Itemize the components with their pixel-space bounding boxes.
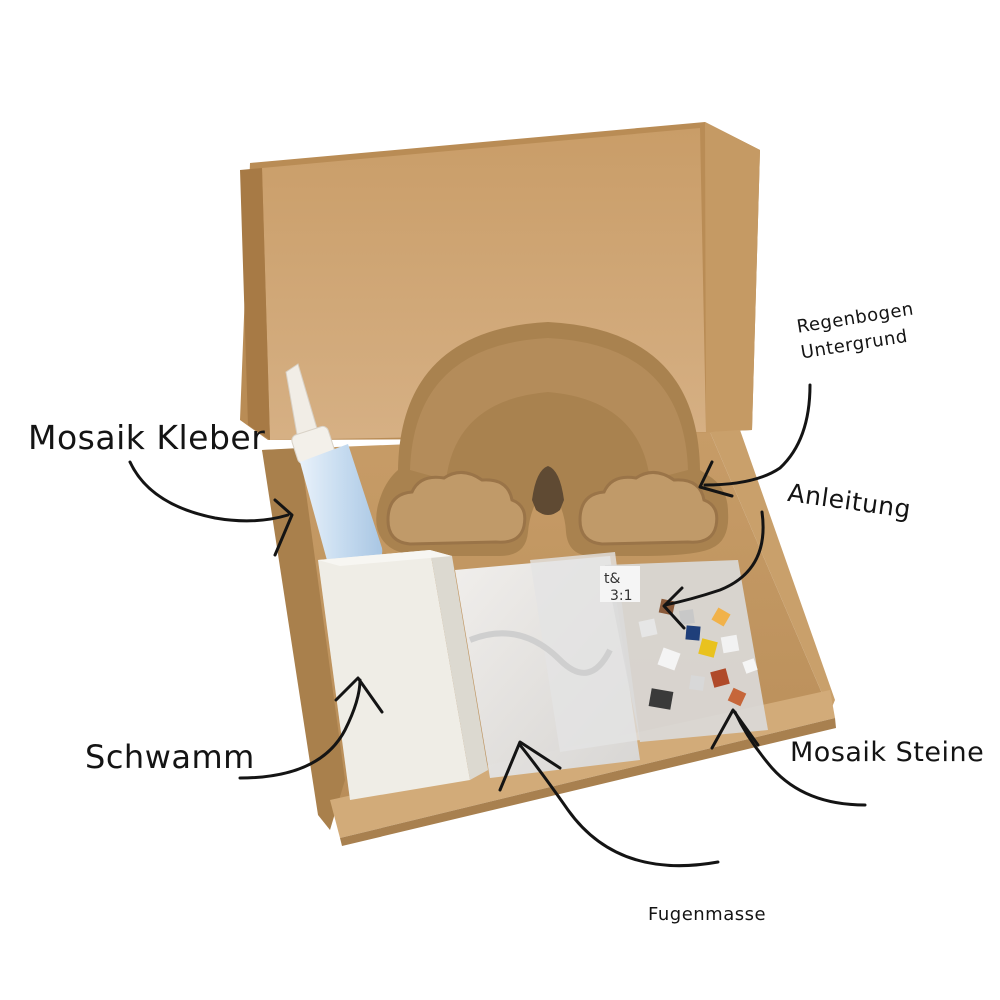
arrow-steine: [733, 710, 867, 807]
arrow-fugen-head: [498, 740, 562, 792]
arrow-kleber: [128, 460, 290, 523]
arrow-anleitung-head: [662, 586, 686, 630]
instruction-sheet-text-1: t&: [604, 571, 620, 587]
instruction-sheet-text-2: 3:1: [610, 588, 633, 604]
arrow-regenbogen-head: [698, 460, 734, 498]
arrow-anleitung: [663, 510, 765, 607]
label-mosaik-kleber: Mosaik Kleber: [28, 418, 266, 457]
label-schwamm: Schwamm: [85, 738, 255, 776]
arrow-fugen: [518, 743, 720, 868]
label-mosaik-steine: Mosaik Steine: [790, 737, 985, 768]
rainbow-board: [376, 322, 729, 557]
arrow-schwamm-head: [334, 676, 384, 714]
arrow-kleber-head: [273, 498, 294, 557]
arrow-schwamm: [238, 678, 362, 780]
sponge: [318, 550, 488, 800]
mosaic-tiles-bag: [600, 560, 768, 742]
label-fugenmasse: Fugenmasse: [648, 904, 767, 925]
glue-bottle: [285, 363, 383, 573]
arrow-regenbogen: [703, 383, 812, 487]
arrow-steine-head: [710, 708, 760, 750]
